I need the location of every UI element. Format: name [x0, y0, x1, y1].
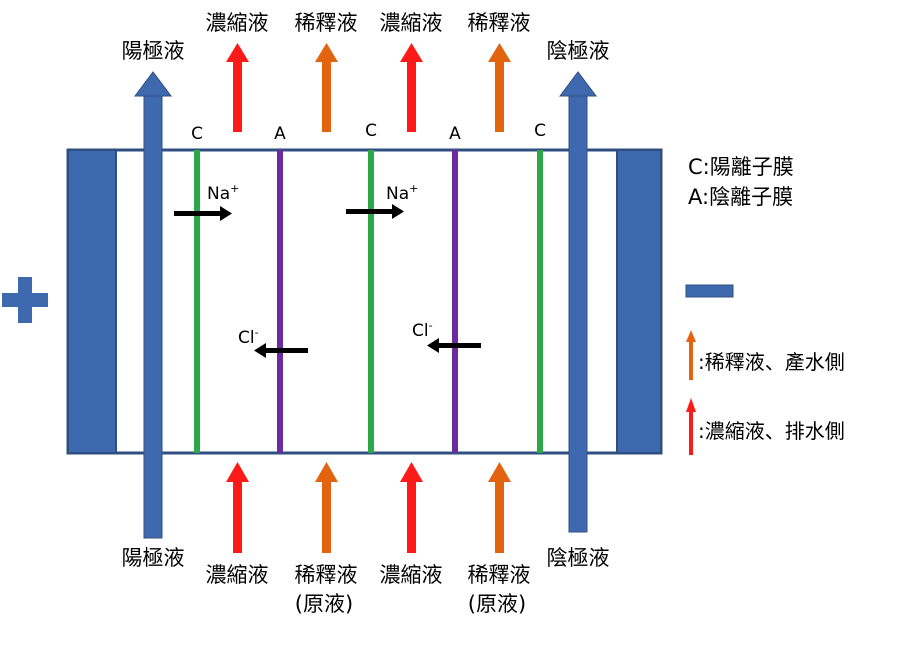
- concentrate-in-arrow-1: [226, 462, 249, 553]
- anode-electrode: [67, 149, 117, 454]
- legend-dilute-arrow-icon: [686, 330, 696, 380]
- na-label-1: Na+: [207, 182, 239, 204]
- bottom-label-dilute-1-sub: (原液): [295, 592, 353, 616]
- concentrate-in-arrow-2: [400, 462, 423, 553]
- membrane-label-2: A: [274, 124, 286, 144]
- dilute-in-arrow-2: [488, 462, 511, 553]
- legend-concentrate-drain: :濃縮液、排水側: [698, 419, 845, 443]
- legend-concentrate-arrow-icon: [686, 398, 696, 455]
- top-label-dilute-2: 稀釋液: [468, 11, 531, 35]
- bottom-label-concentrate-2: 濃縮液: [380, 563, 443, 587]
- top-label-anode-liquid: 陽極液: [122, 39, 185, 63]
- top-label-concentrate-1: 濃縮液: [206, 11, 269, 35]
- legend-anion-membrane: A:陰離子膜: [688, 185, 793, 209]
- legend-cation-membrane: C:陽離子膜: [688, 155, 794, 179]
- na-arrow-1: [174, 206, 232, 221]
- minus-sign-icon: [685, 284, 734, 298]
- bottom-label-cathode-liquid: 陰極液: [547, 546, 610, 570]
- cl-label-2: Cl-: [412, 319, 433, 341]
- cathode-liquid-arrow: [559, 71, 597, 533]
- membrane-label-5: C: [534, 121, 546, 141]
- cl-arrow-1: [254, 343, 308, 358]
- cl-label-1: Cl-: [238, 326, 259, 348]
- dilute-out-arrow-2: [488, 43, 511, 132]
- top-label-dilute-1: 稀釋液: [295, 11, 358, 35]
- bottom-label-dilute-2: 稀釋液: [468, 563, 531, 587]
- cathode-electrode: [616, 149, 662, 454]
- membrane-label-3: C: [365, 121, 377, 141]
- dilute-in-arrow-1: [315, 462, 338, 553]
- bottom-label-concentrate-1: 濃縮液: [206, 563, 269, 587]
- cell-frame: [66, 148, 663, 455]
- plus-sign-icon: [2, 277, 48, 323]
- top-label-cathode-liquid: 陰極液: [547, 39, 610, 63]
- membrane-label-4: A: [449, 124, 461, 144]
- concentrate-out-arrow-2: [400, 43, 423, 132]
- membrane-label-1: C: [191, 124, 203, 144]
- cl-arrow-2: [427, 338, 481, 353]
- na-arrow-2: [346, 204, 404, 219]
- dilute-out-arrow-1: [315, 43, 338, 132]
- bottom-label-dilute-2-sub: (原液): [468, 592, 526, 616]
- bottom-label-dilute-1: 稀釋液: [295, 563, 358, 587]
- legend-dilute-product: :稀釋液、產水側: [698, 350, 845, 374]
- concentrate-out-arrow-1: [226, 43, 249, 132]
- na-label-2: Na+: [386, 182, 418, 204]
- bottom-label-anode-liquid: 陽極液: [122, 546, 185, 570]
- anode-liquid-arrow: [134, 71, 172, 539]
- top-label-concentrate-2: 濃縮液: [380, 11, 443, 35]
